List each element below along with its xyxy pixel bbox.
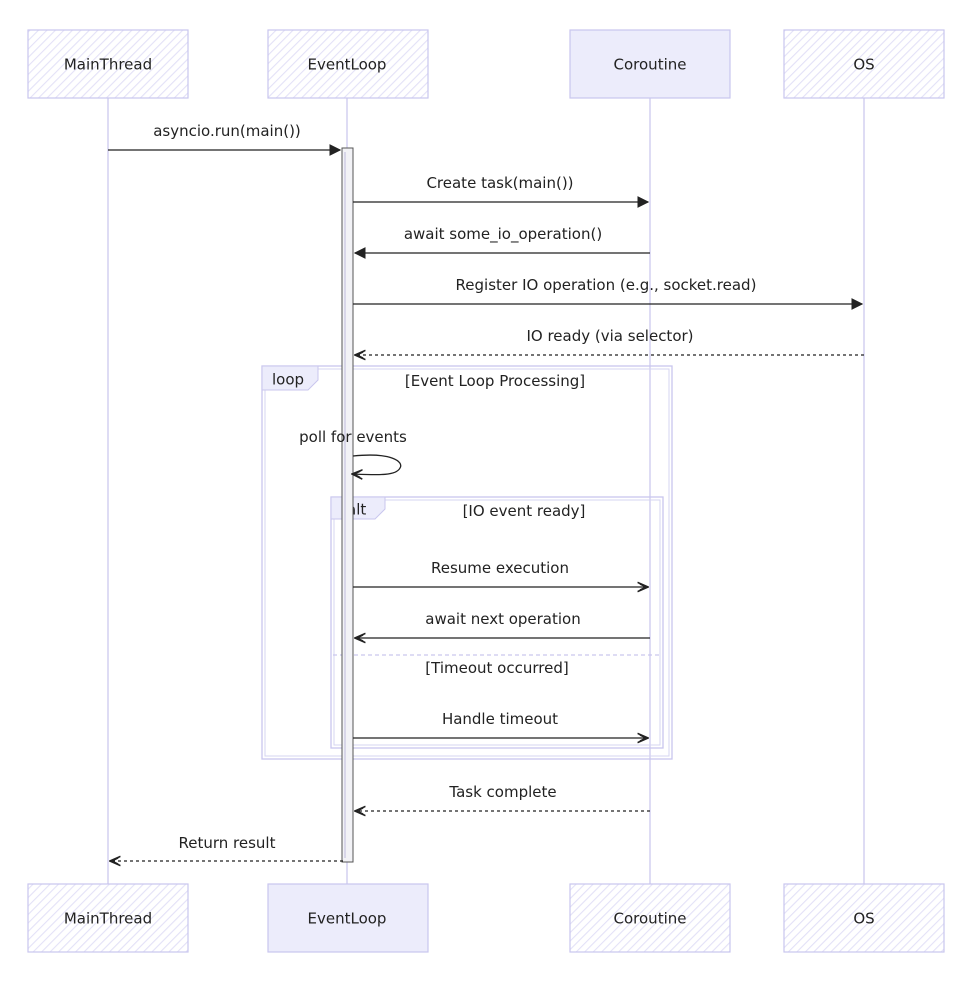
participant-coroutine-top: Coroutine [569,29,731,99]
participant-label: EventLoop [308,56,387,74]
participant-eventloop-top: EventLoop [267,29,429,99]
participant-os-bottom: OS [783,883,945,953]
participant-label: OS [853,910,874,928]
message-label: await some_io_operation() [404,225,602,244]
message-create-task: Create task(main()) [353,174,650,208]
eventloop-activation [341,147,354,863]
message-label: poll for events [299,428,407,446]
participant-label: OS [853,56,874,74]
message-io-ready: IO ready (via selector) [355,327,864,355]
message-label: Task complete [448,783,556,801]
participant-label: EventLoop [308,910,387,928]
message-return-result: Return result [110,834,343,861]
message-label: Return result [179,834,276,852]
loop-condition: [Event Loop Processing] [405,372,585,390]
message-label: await next operation [425,610,581,628]
alt-else-condition: [Timeout occurred] [425,659,568,677]
message-await-io: await some_io_operation() [353,225,650,259]
message-label: Resume execution [431,559,569,577]
participant-os-top: OS [783,29,945,99]
loop-fragment: loop [Event Loop Processing] [261,365,673,760]
loop-tag: loop [272,371,304,389]
message-label: Register IO operation (e.g., socket.read… [456,276,757,294]
participant-label: MainThread [64,910,152,928]
participant-label: MainThread [64,56,152,74]
message-poll-events: poll for events [299,428,407,475]
message-label: Handle timeout [442,710,558,728]
participant-eventloop-bottom: EventLoop [267,883,429,953]
message-task-complete: Task complete [355,783,650,811]
participant-coroutine-bottom: Coroutine [569,883,731,953]
participant-label: Coroutine [614,910,687,928]
message-await-next: await next operation [355,610,650,638]
participant-mainthread-top: MainThread [27,29,189,99]
message-register-io: Register IO operation (e.g., socket.read… [353,276,864,310]
alt-condition: [IO event ready] [463,502,586,520]
message-resume-execution: Resume execution [353,559,648,587]
participant-label: Coroutine [614,56,687,74]
message-label: IO ready (via selector) [526,327,693,345]
participant-mainthread-bottom: MainThread [27,883,189,953]
message-handle-timeout: Handle timeout [353,710,648,738]
message-label: Create task(main()) [426,174,573,192]
message-label: asyncio.run(main()) [153,122,301,140]
message-asyncio-run: asyncio.run(main()) [108,122,342,156]
